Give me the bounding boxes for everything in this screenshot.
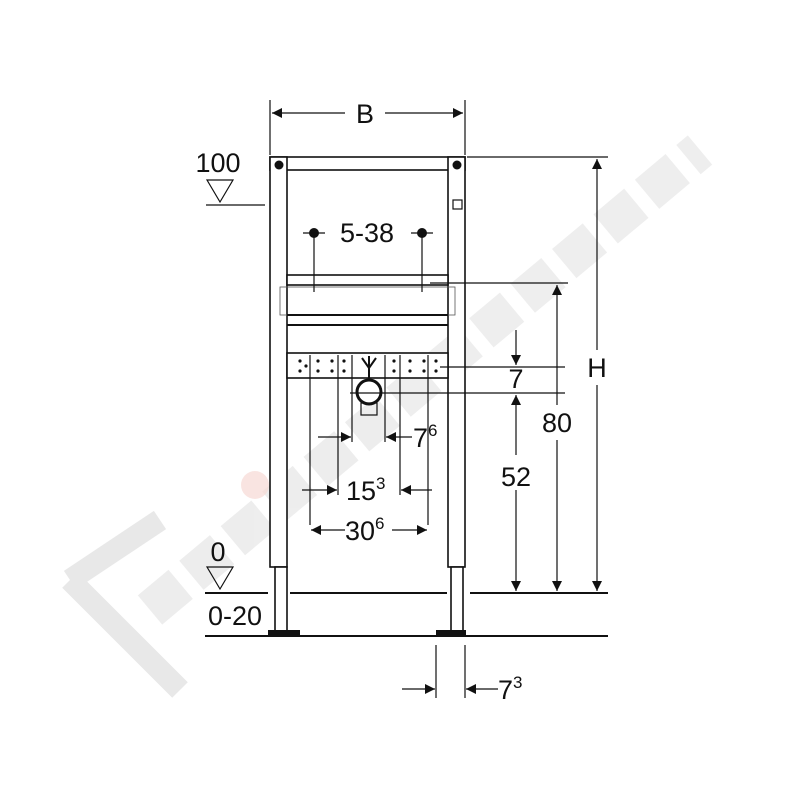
- mount-hole-icon: [452, 160, 462, 170]
- foot-right: [436, 630, 466, 636]
- level-0-label: 0: [210, 537, 225, 567]
- level-markers: 100 0 0-20: [195, 148, 608, 637]
- dimension-height: H: [467, 156, 608, 591]
- dim-7-3-label: 73: [498, 673, 523, 705]
- dim-7-label: 7: [508, 364, 523, 394]
- watermark: [62, 135, 713, 698]
- hole-spacing-label: 5-38: [340, 218, 394, 248]
- dimension-7-52: 7 52: [350, 330, 565, 591]
- foot-left: [268, 630, 300, 636]
- mount-hole-icon: [274, 160, 284, 170]
- dim-52-label: 52: [501, 462, 531, 492]
- dimension-7-3: 73: [402, 645, 523, 705]
- dimension-80: 80: [430, 282, 572, 591]
- level-triangle-icon: [205, 179, 235, 204]
- dim-80-label: 80: [542, 408, 572, 438]
- dimension-width: B: [269, 99, 466, 155]
- level-triangle-icon: [205, 566, 235, 591]
- label-box: [452, 199, 463, 210]
- drain-icon: [355, 378, 383, 406]
- frame: [268, 156, 466, 636]
- dim-7-6-label: 76: [413, 421, 438, 453]
- width-label: B: [356, 99, 374, 129]
- height-label: H: [587, 353, 607, 383]
- horizontal-dimensions: 76 153 306: [302, 355, 438, 546]
- floor-range-label: 0-20: [208, 601, 262, 631]
- level-100-label: 100: [195, 148, 240, 178]
- dim-30-6-label: 306: [345, 514, 385, 546]
- dim-15-3-label: 153: [346, 474, 386, 506]
